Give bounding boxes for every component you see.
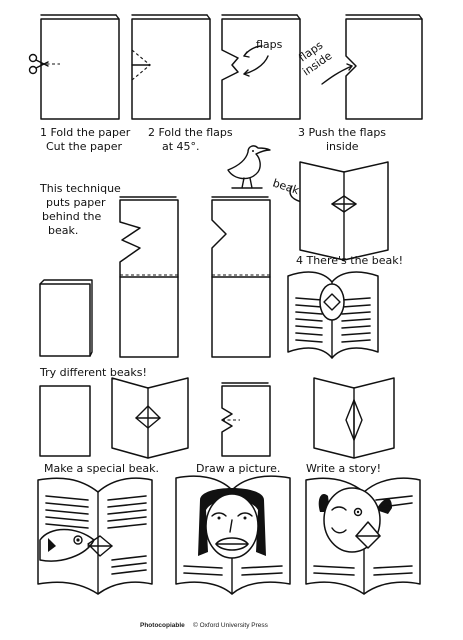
beak-variant-2-open bbox=[313, 377, 395, 459]
open-book-with-beak bbox=[287, 271, 379, 359]
step3-flaps-inside bbox=[321, 14, 423, 120]
flaps-label: flaps bbox=[256, 38, 283, 51]
step2-text-1: 2 Fold the flaps bbox=[148, 126, 233, 139]
step1-text-2: Cut the paper bbox=[46, 140, 122, 153]
step2-flaps-out bbox=[221, 14, 301, 120]
make-beak-text: Make a special beak. bbox=[44, 462, 159, 475]
step4-open-card-beak bbox=[299, 161, 389, 261]
beak-variant-1-closed bbox=[39, 385, 91, 457]
draw-picture-text: Draw a picture. bbox=[196, 462, 280, 475]
step1-text-1: 1 Fold the paper bbox=[40, 126, 131, 139]
step2-text-2: at 45°. bbox=[162, 140, 200, 153]
bird-icon bbox=[227, 145, 271, 189]
step1-folded-paper bbox=[40, 14, 120, 120]
write-story-text: Write a story! bbox=[306, 462, 381, 475]
footer-photocopiable: Photocopiable bbox=[140, 622, 185, 629]
fish-book bbox=[37, 477, 153, 595]
technique-text-1: This technique bbox=[39, 182, 121, 195]
scissors-icon bbox=[28, 53, 49, 75]
beak-variant-2-closed bbox=[221, 382, 271, 457]
closed-card bbox=[39, 279, 93, 357]
step3-text-1: 3 Push the flaps bbox=[298, 126, 386, 139]
step3-text-2: inside bbox=[326, 140, 359, 153]
beak-label: beak bbox=[271, 176, 301, 197]
step4-text: 4 There's the beak! bbox=[296, 254, 403, 267]
try-beaks-text: Try different beaks! bbox=[39, 366, 147, 379]
technique-text-4: beak. bbox=[48, 224, 78, 237]
technique-text-2: puts paper bbox=[46, 196, 106, 209]
girl-face-book bbox=[175, 475, 291, 595]
technique-open-card-flaps-out bbox=[119, 196, 179, 358]
technique-text-3: behind the bbox=[42, 210, 102, 223]
technique-open-card-flaps-in bbox=[211, 196, 271, 358]
step2-folded-flaps bbox=[131, 14, 211, 120]
footer-publisher: © Oxford University Press bbox=[193, 621, 269, 629]
man-face-book bbox=[305, 477, 421, 595]
beak-variant-1-open bbox=[111, 377, 189, 459]
